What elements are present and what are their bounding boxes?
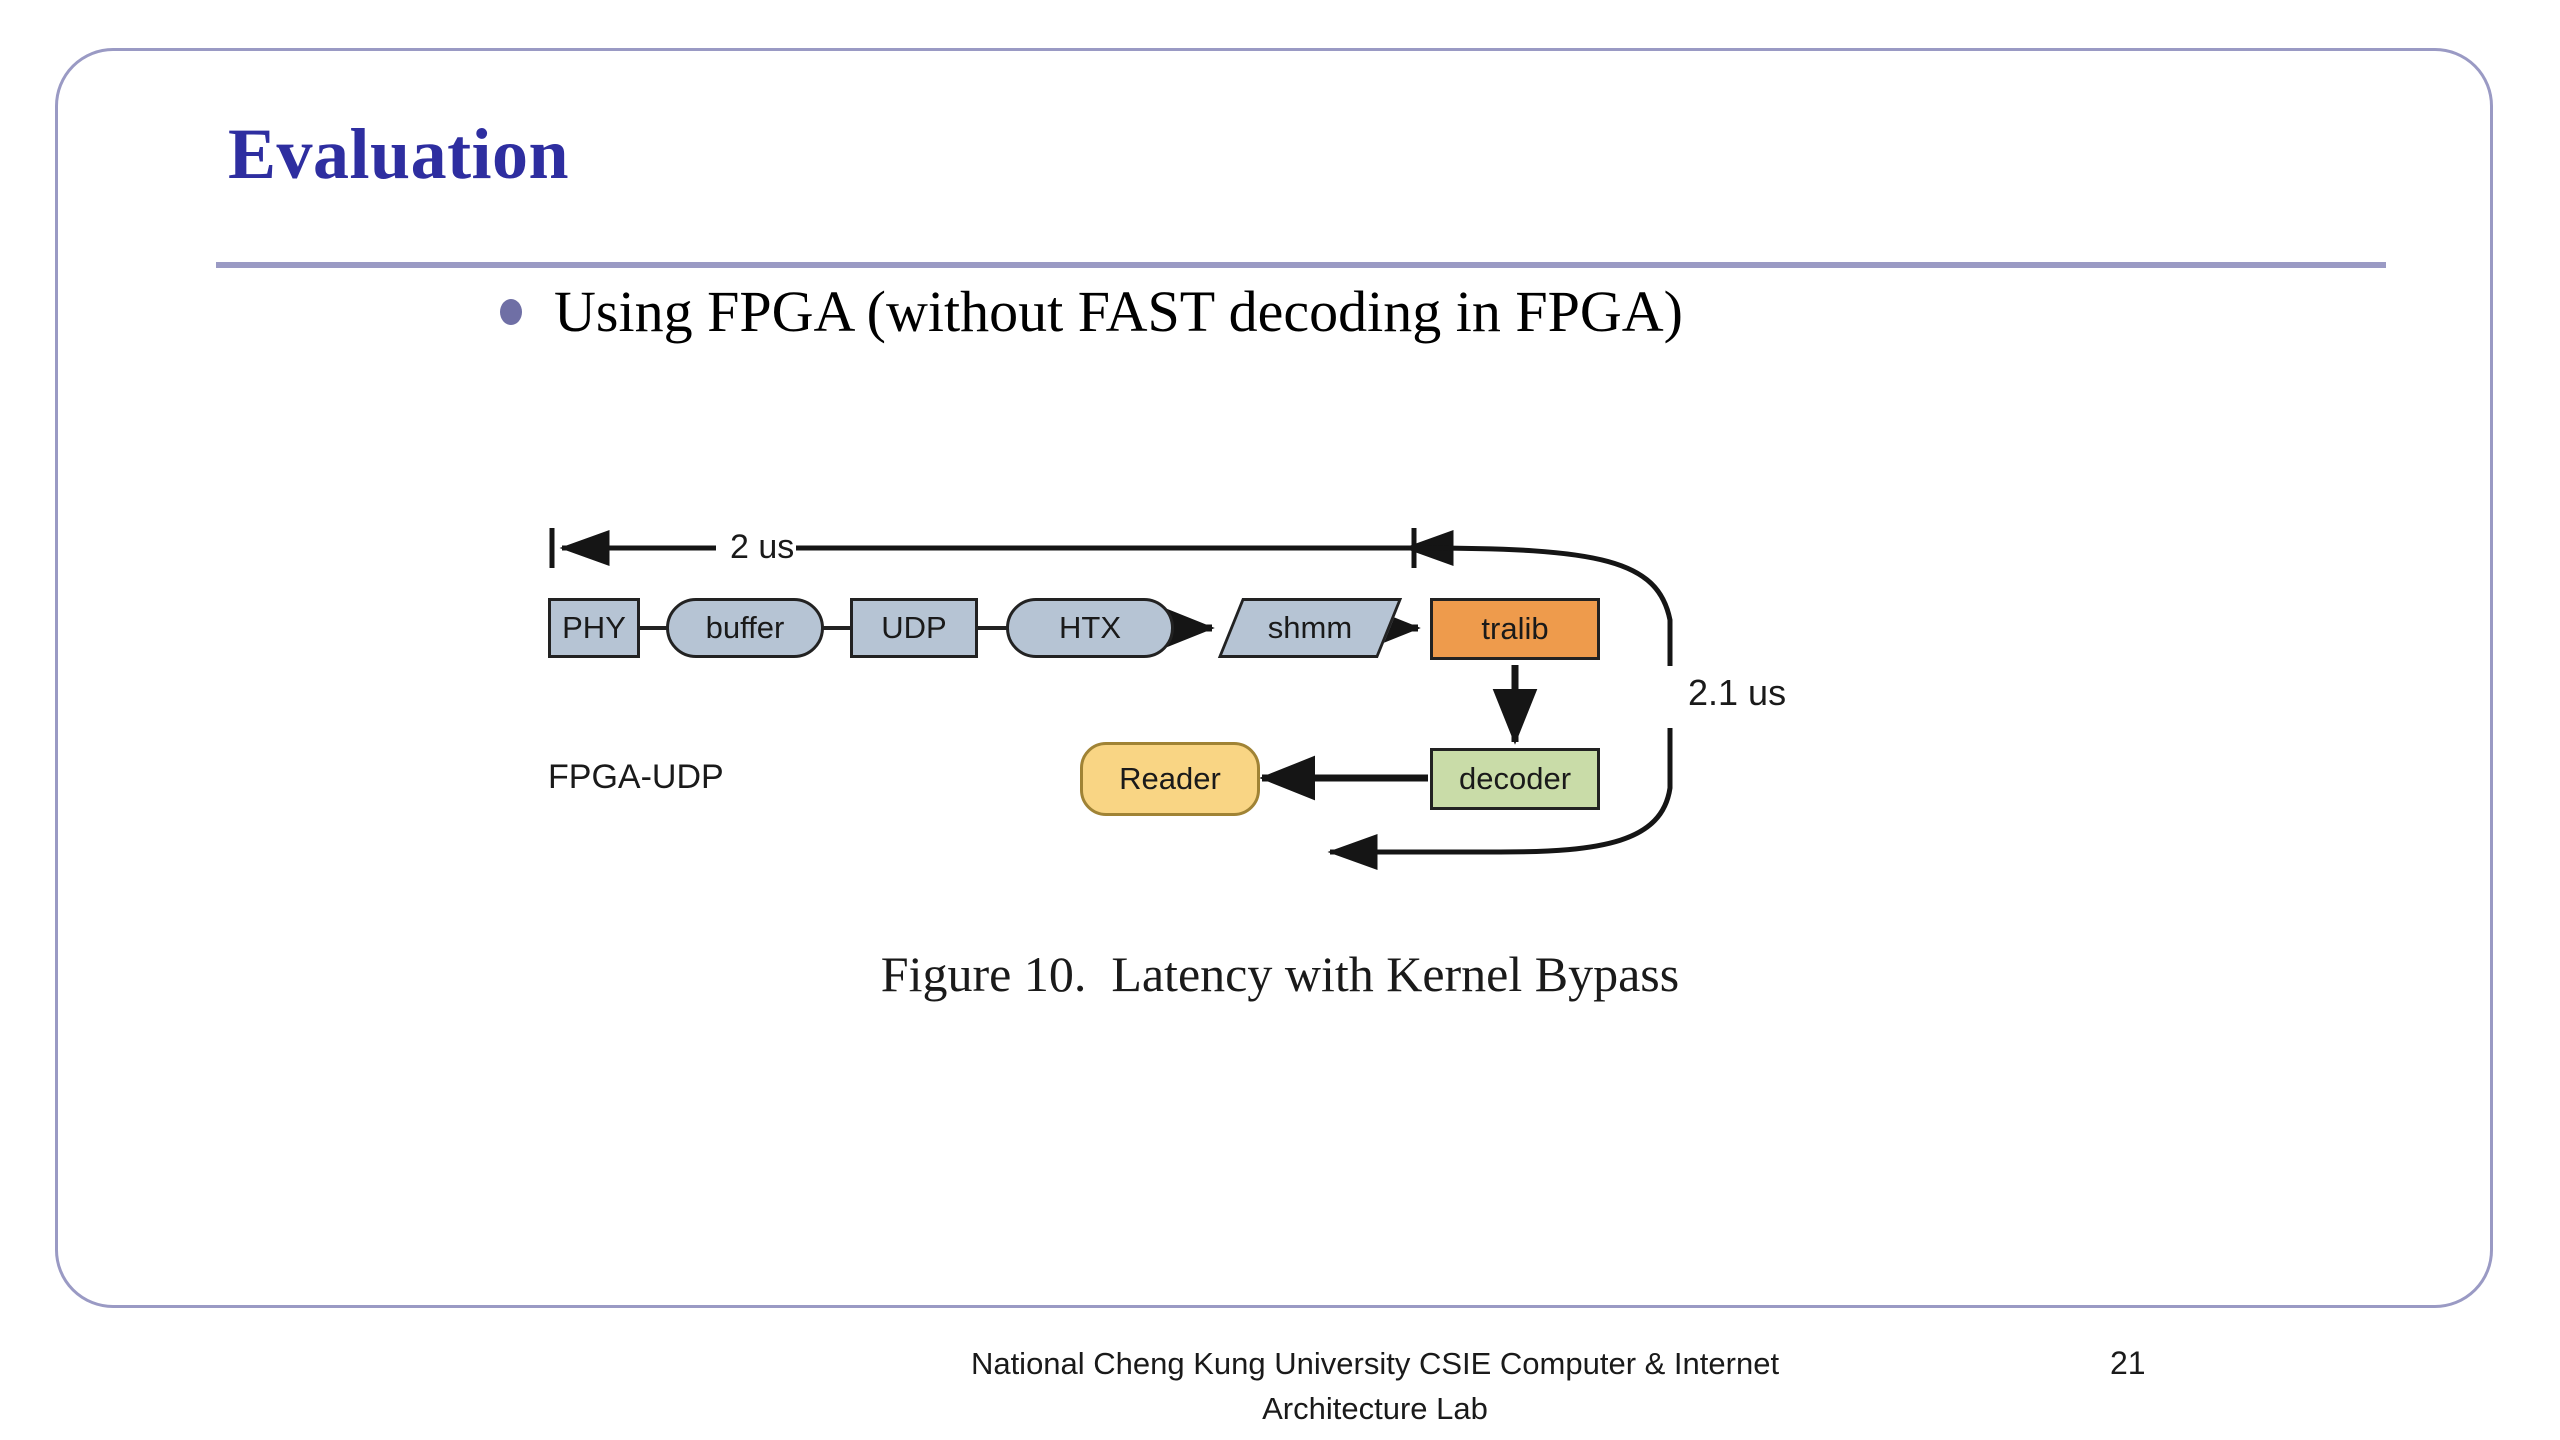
- diagram-node-shmm-label-wrap: shmm: [1230, 598, 1390, 658]
- measurement-2-1us-text: 2.1 us: [1688, 672, 1787, 713]
- measurement-2us-text: 2 us: [730, 528, 795, 566]
- diagram-side-label-text: FPGA-UDP: [548, 758, 724, 796]
- diagram-node-htx-label: HTX: [1059, 610, 1121, 645]
- page-title: Evaluation: [228, 114, 570, 194]
- diagram-node-shmm-label: shmm: [1267, 610, 1353, 645]
- diagram-node-tralib-label: tralib: [1481, 611, 1549, 646]
- measurement-label-2us: 2 us: [730, 528, 794, 567]
- diagram-node-reader-label: Reader: [1119, 761, 1221, 796]
- figure-caption: Figure 10. Latency with Kernel Bypass: [880, 946, 1680, 1002]
- diagram-node-buffer-label: buffer: [705, 610, 785, 645]
- bullet-item: Using FPGA (without FAST decoding in FPG…: [500, 280, 1683, 344]
- diagram-node-decoder: decoder: [1430, 748, 1600, 810]
- diagram-node-udp: UDP: [850, 598, 978, 658]
- diagram-node-tralib: tralib: [1430, 598, 1600, 660]
- footer-line-2: Architecture Lab: [1262, 1390, 1488, 1426]
- diagram-node-reader: Reader: [1080, 742, 1260, 816]
- diagram-node-buffer: buffer: [666, 598, 824, 658]
- title-divider: [216, 262, 2386, 268]
- diagram-side-label-fpga-udp: FPGA-UDP: [548, 758, 724, 797]
- footer-line-1: National Cheng Kung University CSIE Comp…: [970, 1346, 1780, 1381]
- bullet-item-label: Using FPGA (without FAST decoding in FPG…: [554, 279, 1683, 344]
- diagram-connectors: [549, 528, 1673, 870]
- diagram-node-udp-label: UDP: [881, 610, 947, 645]
- slide-footer: National Cheng Kung University CSIE Comp…: [830, 1342, 1920, 1432]
- diagram-node-decoder-label: decoder: [1458, 761, 1572, 796]
- latency-diagram: PHY buffer UDP HTX shmm tralib decoder R…: [540, 520, 2020, 940]
- diagram-node-phy-label: PHY: [562, 610, 626, 645]
- diagram-node-htx: HTX: [1006, 598, 1174, 658]
- measurement-label-2-1us: 2.1 us: [1688, 672, 1786, 714]
- bullet-dot-icon: [500, 298, 522, 325]
- page-number: 21: [2110, 1345, 2146, 1381]
- diagram-node-phy: PHY: [548, 598, 640, 658]
